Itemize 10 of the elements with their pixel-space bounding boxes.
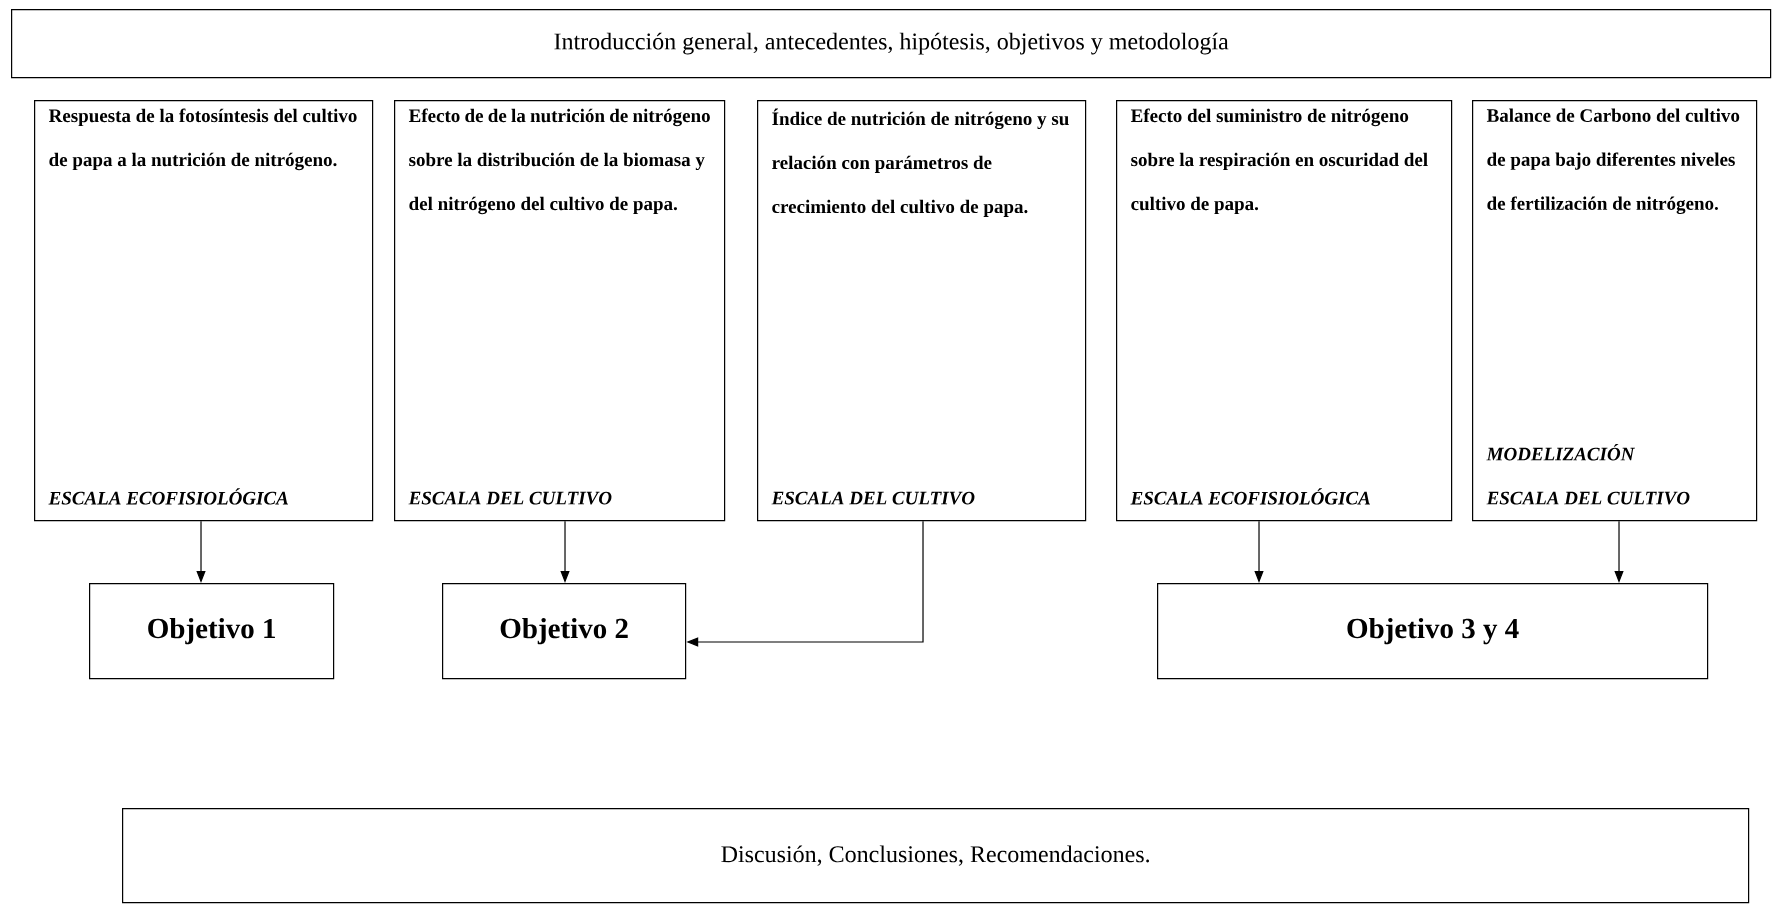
topic-box: Efecto de de la nutrición de nitrógeno sobre la distribución de la biomasa y del nitrógeno del cultivo de papa. ESCALA DEL CULTIVO <box>394 100 726 522</box>
heading-box: Introducción general, antecedentes, hipótesis, objetivos y metodología <box>11 9 1772 79</box>
topic-box: Índice de nutrición de nitrógeno y su relación con parámetros de crecimiento del cultivo de papa. ESCALA DEL CULTIVO <box>757 100 1087 522</box>
heading-box: Discusión, Conclusiones, Recomendaciones. <box>122 808 1750 904</box>
topic-box: Efecto del suministro de nitrógeno sobre la respiración en oscuridad del cultivo de papa. ESCALA ECOFISIOLÓGICA <box>1116 100 1453 522</box>
topic-box: Balance de Carbono del cultivo de papa bajo diferentes niveles de fertilización de nitrógeno. MODELIZACIÓN ESCALA DEL CULTIVO <box>1472 100 1758 522</box>
objective-box: Objetivo 1 <box>89 583 335 680</box>
topic-box: Respuesta de la fotosíntesis del cultivo de papa a la nutrición de nitrógeno. ESCALA ECOFISIOLÓGICA <box>34 100 374 522</box>
objective-box: Objetivo 2 <box>442 583 687 680</box>
objective-box: Objetivo 3 y 4 <box>1157 583 1709 680</box>
